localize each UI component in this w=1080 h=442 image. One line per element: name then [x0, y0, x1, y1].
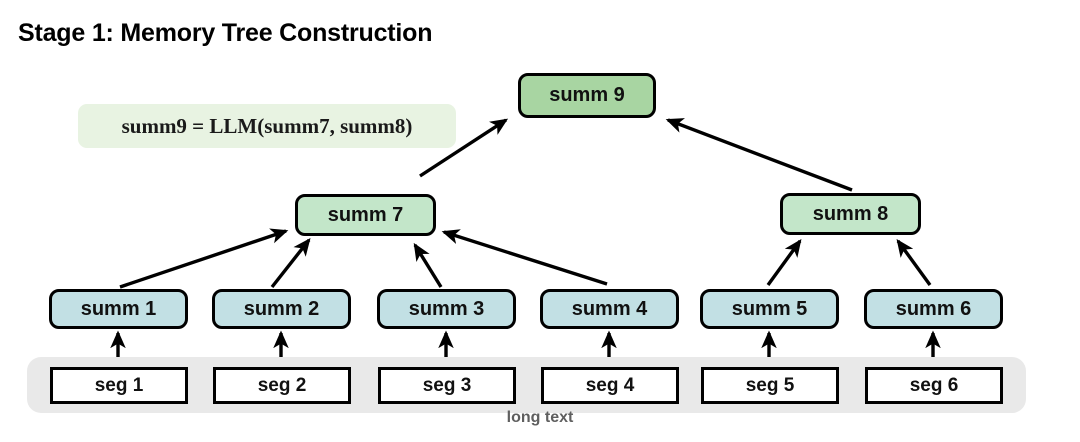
- node-label: summ 1: [80, 297, 157, 320]
- segment-seg-3[interactable]: seg 3: [378, 367, 516, 404]
- segment-label: seg 4: [585, 374, 635, 396]
- long-text-label: long text: [506, 409, 574, 426]
- edge-summ4-summ7: [441, 229, 608, 286]
- segment-seg-5[interactable]: seg 5: [701, 367, 839, 404]
- segment-label: seg 2: [257, 374, 307, 396]
- page-title: Stage 1: Memory Tree Construction: [18, 19, 433, 47]
- edge-summ5-summ8: [766, 238, 802, 286]
- node-label: summ 8: [812, 202, 889, 225]
- node-summ-3[interactable]: summ 3: [377, 289, 516, 329]
- node-summ-6[interactable]: summ 6: [864, 289, 1003, 329]
- node-summ-4[interactable]: summ 4: [540, 289, 679, 329]
- node-label: summ 7: [327, 203, 404, 226]
- segment-label: seg 6: [909, 374, 959, 396]
- segment-seg-6[interactable]: seg 6: [865, 367, 1003, 404]
- edge-summ2-summ7: [270, 238, 311, 289]
- segment-seg-1[interactable]: seg 1: [50, 367, 188, 404]
- segment-seg-2[interactable]: seg 2: [213, 367, 351, 404]
- node-label: summ 3: [408, 297, 485, 320]
- node-summ-2[interactable]: summ 2: [212, 289, 351, 329]
- edge-summ6-summ8: [896, 238, 932, 286]
- node-summ-1[interactable]: summ 1: [49, 289, 188, 329]
- edge-summ1-summ7: [119, 228, 289, 289]
- node-label: summ 2: [243, 297, 320, 320]
- segment-label: seg 3: [422, 374, 472, 396]
- node-summ-7[interactable]: summ 7: [295, 194, 436, 236]
- node-label: summ 9: [549, 84, 625, 106]
- node-label: summ 5: [731, 297, 808, 320]
- formula-callout: summ9 = LLM(summ7, summ8): [78, 104, 456, 148]
- long-text-bar: [27, 357, 1026, 413]
- segment-label: seg 5: [745, 374, 795, 396]
- segment-seg-4[interactable]: seg 4: [541, 367, 679, 404]
- node-label: summ 6: [895, 297, 972, 320]
- node-summ-5[interactable]: summ 5: [700, 289, 839, 329]
- edge-summ8-summ9: [665, 118, 853, 192]
- segment-label: seg 1: [94, 374, 144, 396]
- node-summ-8[interactable]: summ 8: [780, 193, 921, 235]
- formula-text: summ9 = LLM(summ7, summ8): [121, 113, 413, 138]
- node-label: summ 4: [571, 297, 648, 320]
- edge-summ3-summ7: [413, 242, 443, 288]
- node-summ-9[interactable]: summ 9: [518, 73, 656, 118]
